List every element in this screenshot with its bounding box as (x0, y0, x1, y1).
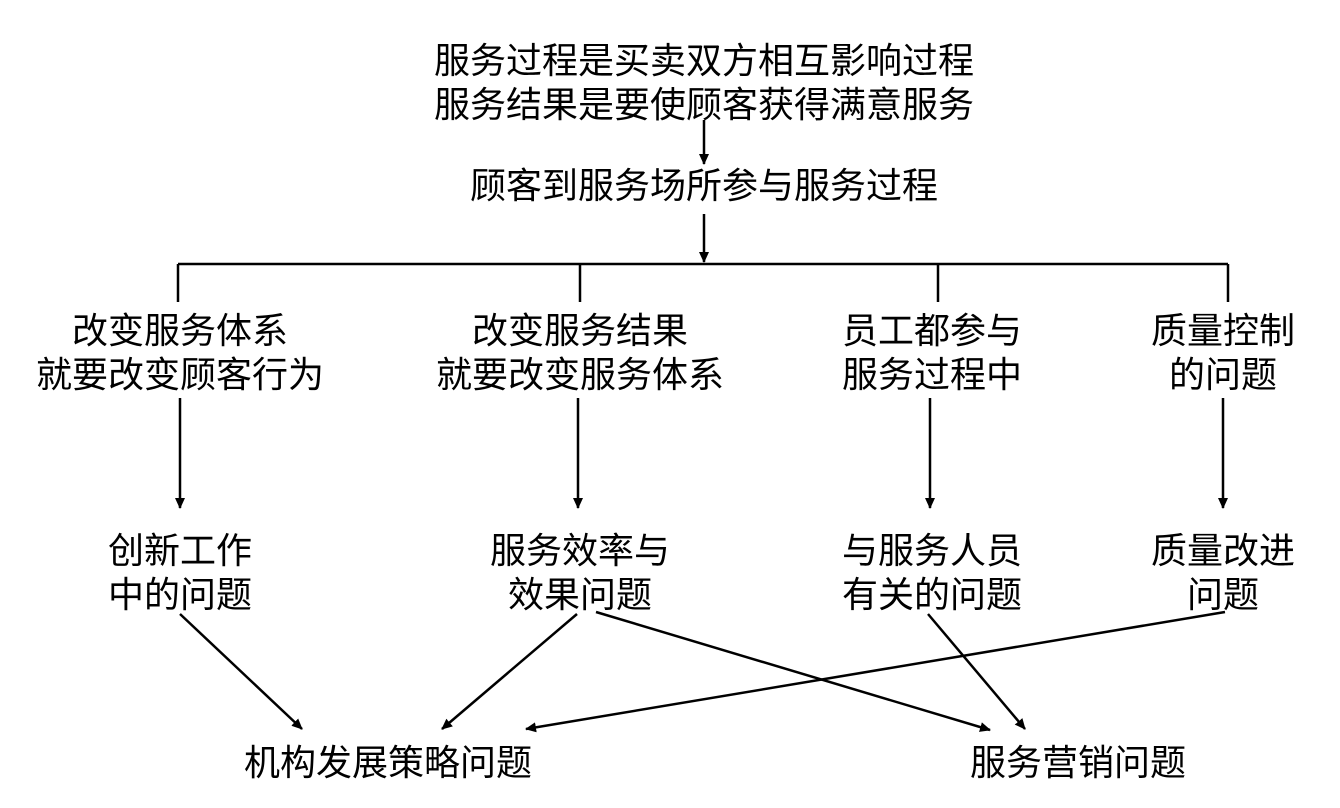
arrow-quality-to-strategy (525, 610, 1226, 733)
node-change-system-line2: 就要改变顾客行为 (35, 355, 325, 396)
node-customer-participation: 顾客到服务场所参与服务过程 (470, 165, 938, 209)
node-efficiency-problem: 服务效率与 效果问题 (490, 530, 670, 618)
arrow-efficiency-to-marketing (595, 610, 991, 732)
node-personnel-problem: 与服务人员 有关的问题 (842, 530, 1022, 618)
node-service-process-line2: 服务结果是要使顾客获得满意服务 (433, 85, 975, 126)
node-efficiency-problem-line2: 效果问题 (507, 575, 653, 616)
node-personnel-problem-line2: 有关的问题 (841, 575, 1023, 616)
node-quality-control-line2: 的问题 (1168, 355, 1278, 396)
node-staff-participation: 员工都参与 服务过程中 (842, 310, 1022, 398)
node-change-system-line1: 改变服务体系 (71, 311, 289, 352)
node-quality-control-line1: 质量控制 (1150, 311, 1296, 352)
arrow-innovation-to-strategy (179, 613, 303, 730)
node-staff-participation-line1: 员工都参与 (841, 311, 1023, 352)
arrow-efficiency-to-strategy (441, 613, 578, 730)
node-marketing-problem-line1: 服务营销问题 (969, 743, 1187, 784)
node-service-process-line1: 服务过程是买卖双方相互影响过程 (433, 41, 975, 82)
node-staff-participation-line2: 服务过程中 (841, 355, 1023, 396)
node-marketing-problem: 服务营销问题 (970, 742, 1186, 786)
node-quality-improvement-line2: 问题 (1186, 575, 1260, 616)
arrow-personnel-to-marketing (927, 613, 1026, 730)
node-change-system: 改变服务体系 就要改变顾客行为 (36, 310, 324, 398)
node-innovation-problem-line1: 创新工作 (107, 531, 253, 572)
node-service-process: 服务过程是买卖双方相互影响过程 服务结果是要使顾客获得满意服务 (434, 40, 974, 128)
node-strategy-problem-line1: 机构发展策略问题 (243, 743, 533, 784)
node-strategy-problem: 机构发展策略问题 (244, 742, 532, 786)
node-customer-participation-line1: 顾客到服务场所参与服务过程 (469, 166, 939, 207)
node-innovation-problem-line2: 中的问题 (107, 575, 253, 616)
node-change-result-line1: 改变服务结果 (471, 311, 689, 352)
node-innovation-problem: 创新工作 中的问题 (108, 530, 252, 618)
node-change-result-line2: 就要改变服务体系 (435, 355, 725, 396)
node-quality-improvement-line1: 质量改进 (1150, 531, 1296, 572)
node-personnel-problem-line1: 与服务人员 (841, 531, 1023, 572)
node-efficiency-problem-line1: 服务效率与 (489, 531, 671, 572)
node-quality-improvement: 质量改进 问题 (1151, 530, 1295, 618)
node-quality-control: 质量控制 的问题 (1151, 310, 1295, 398)
node-change-result: 改变服务结果 就要改变服务体系 (436, 310, 724, 398)
